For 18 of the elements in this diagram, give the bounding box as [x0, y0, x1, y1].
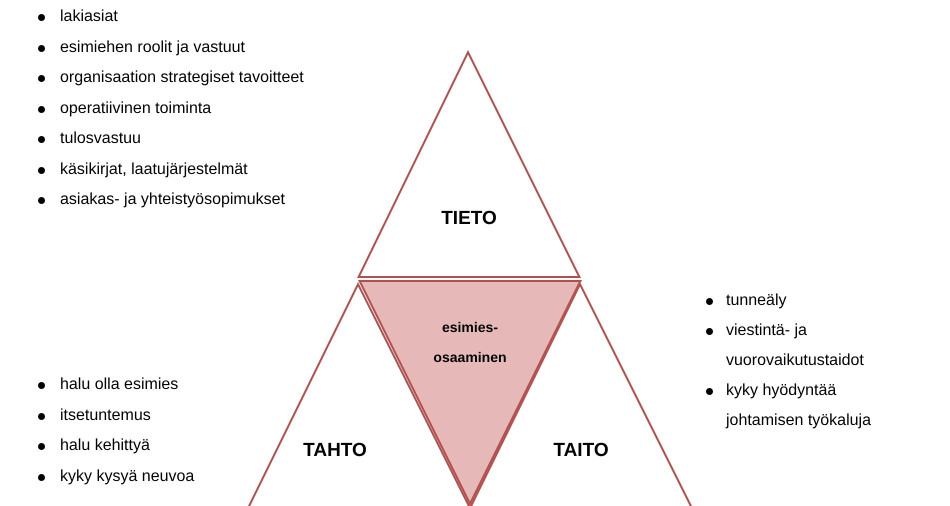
bullet-text: esimiehen roolit ja vastuut [60, 38, 245, 58]
bullet-text: operatiivinen toiminta [60, 98, 212, 118]
triangle-label: TIETO [440, 208, 498, 230]
bullet-text: organisaation strategiset tavoitteet [60, 68, 304, 88]
bullet-text: kyky kysyä neuvoa [60, 466, 194, 486]
bullet-text: halu kehittyä [60, 436, 150, 456]
bullet-text: tunneäly [726, 291, 786, 311]
triangle-label: esimies- osaaminen [432, 318, 508, 367]
bullet-text: tulosvastuu [60, 129, 141, 149]
bullet-text: kyky hyödyntää johtamisen työkaluja [726, 381, 872, 431]
bullet-text: itsetuntemus [60, 406, 151, 426]
triangle-label: TAITO [552, 440, 610, 462]
triangle-label: TAHTO [302, 440, 368, 462]
bullet-text: käsikirjat, laatujärjestelmät [60, 160, 248, 180]
bullet-text: halu olla esimies [60, 375, 178, 395]
bullet-text: asiakas- ja yhteistyösopimukset [60, 190, 285, 210]
knowledge-triangle [355, 48, 583, 280]
bullet-text: lakiasiat [60, 7, 118, 27]
